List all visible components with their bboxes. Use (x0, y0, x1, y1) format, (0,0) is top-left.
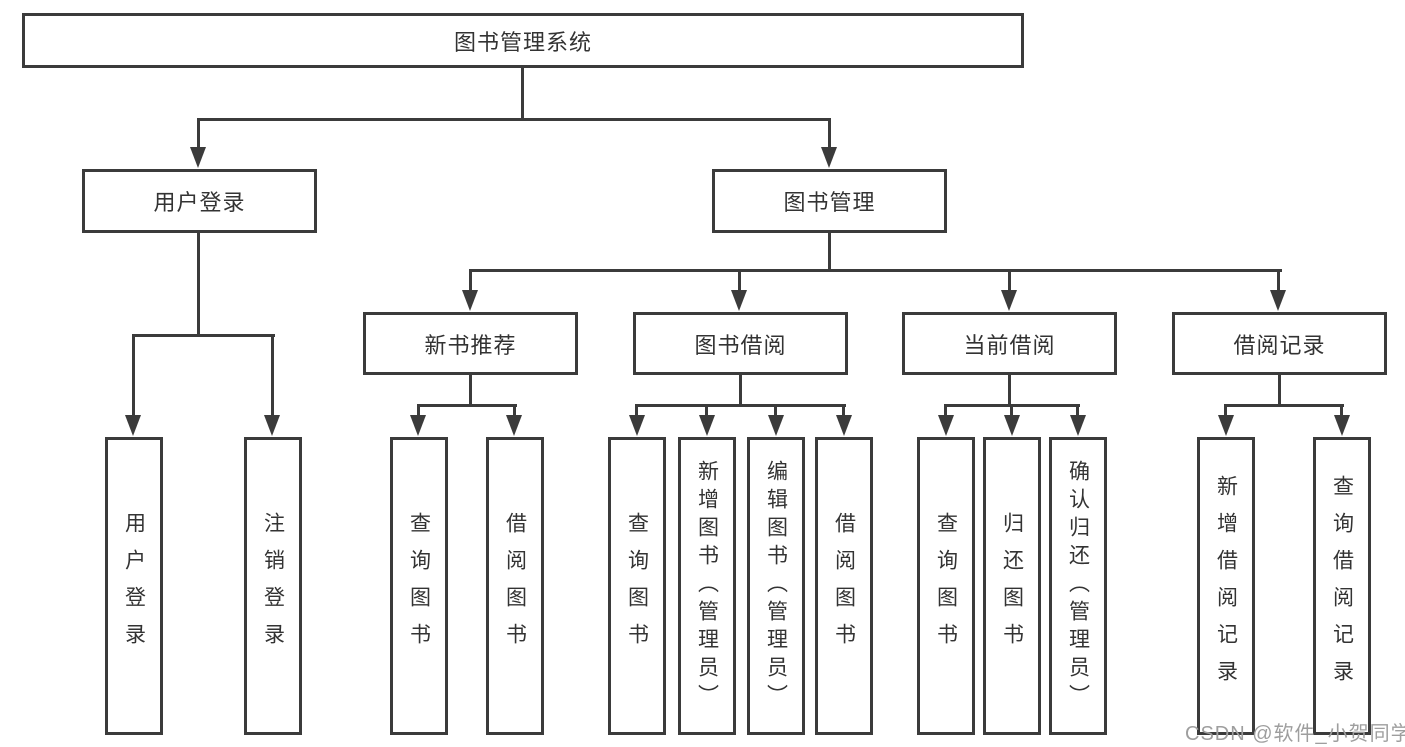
leaf-query-books-borrowing: 查询图书 (608, 437, 666, 735)
node-label: 借阅图书 (832, 512, 856, 660)
node-user-login: 用户登录 (82, 169, 317, 233)
node-book-management: 图书管理 (712, 169, 947, 233)
node-label: 图书管理 (783, 190, 876, 215)
connector-line (705, 407, 708, 416)
node-label: 查询图书 (934, 512, 958, 660)
leaf-logout: 注销登录 (244, 437, 302, 735)
node-label: 借阅记录 (1233, 332, 1326, 358)
leaf-edit-book-admin: 编辑图书（管理员） (747, 437, 805, 735)
node-label: 注销登录 (261, 512, 285, 660)
node-label: 图书管理系统 (453, 29, 592, 55)
connector-line (739, 375, 742, 406)
connector-line (842, 407, 845, 416)
node-label: 新增图书（管理员） (695, 460, 719, 712)
leaf-user-login: 用户登录 (105, 437, 163, 735)
node-label: 当前借阅 (963, 332, 1056, 358)
arrow-down-icon (264, 415, 280, 436)
connector-line (1008, 375, 1011, 406)
connector-line (132, 334, 275, 337)
node-label: 新增借阅记录 (1214, 475, 1238, 697)
node-current-borrowing: 当前借阅 (902, 312, 1117, 375)
connector-line (1278, 375, 1281, 406)
connector-line (1224, 407, 1227, 416)
connector-line (635, 407, 638, 416)
arrow-down-icon (1270, 290, 1286, 311)
node-label: 用户登录 (153, 190, 246, 215)
arrow-down-icon (836, 415, 852, 436)
connector-line (774, 407, 777, 416)
connector-line (828, 233, 831, 271)
connector-line (132, 337, 135, 416)
arrow-down-icon (768, 415, 784, 436)
connector-line (944, 407, 947, 416)
leaf-borrow-books: 借阅图书 (815, 437, 873, 735)
connector-line (469, 272, 472, 291)
arrow-down-icon (1070, 415, 1086, 436)
leaf-query-books-current: 查询图书 (917, 437, 975, 735)
connector-line (1224, 404, 1344, 407)
node-borrowing-records: 借阅记录 (1172, 312, 1387, 375)
arrow-down-icon (190, 147, 206, 168)
node-book-borrowing: 图书借阅 (633, 312, 848, 375)
leaf-query-borrow-record: 查询借阅记录 (1313, 437, 1371, 735)
connector-line (635, 404, 846, 407)
connector-line (738, 272, 741, 291)
connector-line (1076, 407, 1079, 416)
connector-line (271, 337, 274, 416)
connector-line (944, 404, 1080, 407)
leaf-confirm-return-admin: 确认归还（管理员） (1049, 437, 1107, 735)
arrow-down-icon (506, 415, 522, 436)
arrow-down-icon (410, 415, 426, 436)
node-new-book-recommendation: 新书推荐 (363, 312, 578, 375)
arrow-down-icon (699, 415, 715, 436)
connector-line (1008, 272, 1011, 291)
node-library-management-system: 图书管理系统 (22, 13, 1024, 68)
node-label: 借阅图书 (503, 512, 527, 660)
connector-line (513, 407, 516, 416)
arrow-down-icon (1334, 415, 1350, 436)
node-label: 查询图书 (407, 512, 431, 660)
arrow-down-icon (731, 290, 747, 311)
leaf-return-books: 归还图书 (983, 437, 1041, 735)
arrow-down-icon (462, 290, 478, 311)
arrow-down-icon (125, 415, 141, 436)
leaf-borrow-books-recommend: 借阅图书 (486, 437, 544, 735)
node-label: 查询图书 (625, 512, 649, 660)
leaf-add-borrow-record: 新增借阅记录 (1197, 437, 1255, 735)
connector-line (469, 269, 1282, 272)
node-label: 查询借阅记录 (1330, 475, 1354, 697)
connector-line (197, 121, 200, 148)
watermark: CSDN @软件_小贺同学 (1185, 723, 1405, 745)
node-label: 用户登录 (122, 512, 146, 660)
connector-line (1340, 407, 1343, 416)
leaf-query-books-recommend: 查询图书 (390, 437, 448, 735)
connector-line (1277, 272, 1280, 291)
arrow-down-icon (1218, 415, 1234, 436)
arrow-down-icon (1001, 290, 1017, 311)
arrow-down-icon (1004, 415, 1020, 436)
connector-line (197, 118, 831, 121)
connector-line (521, 68, 524, 120)
connector-line (1010, 407, 1013, 416)
connector-line (828, 121, 831, 148)
connector-line (197, 233, 200, 336)
arrow-down-icon (629, 415, 645, 436)
connector-line (417, 404, 517, 407)
node-label: 确认归还（管理员） (1066, 460, 1090, 712)
node-label: 图书借阅 (694, 332, 787, 358)
node-label: 编辑图书（管理员） (764, 460, 788, 712)
connector-line (417, 407, 420, 416)
node-label: 归还图书 (1000, 512, 1024, 660)
arrow-down-icon (938, 415, 954, 436)
leaf-add-book-admin: 新增图书（管理员） (678, 437, 736, 735)
node-label: 新书推荐 (424, 332, 517, 358)
arrow-down-icon (821, 147, 837, 168)
connector-line (469, 375, 472, 406)
